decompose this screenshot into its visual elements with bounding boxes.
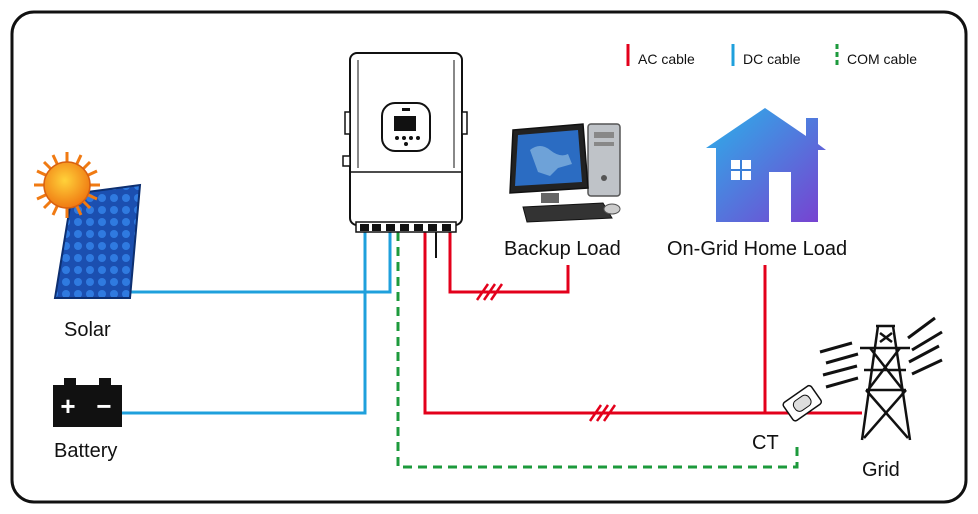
battery-negative-terminal: −: [96, 391, 111, 421]
ac-cable-grid: [423, 232, 862, 415]
solar-panel: [53, 183, 142, 299]
legend-dc-label: DC cable: [743, 51, 801, 67]
ct-sensor-icon: [782, 384, 823, 422]
legend-ac-label: AC cable: [638, 51, 695, 67]
sun-icon: [34, 152, 100, 218]
diagram-frame: [10, 10, 968, 504]
battery-label: Battery: [54, 440, 117, 462]
house-icon: [706, 108, 826, 222]
dc-cable-battery: [120, 232, 367, 415]
dc-cable-solar: [125, 232, 392, 294]
ct-label: CT: [752, 432, 779, 454]
ac-grid-phase-marks: [588, 404, 617, 422]
computer-icon: [509, 123, 621, 223]
ac-cable-backup: [448, 232, 570, 294]
legend-com-label: COM cable: [847, 51, 917, 67]
solar-label: Solar: [64, 319, 111, 341]
grid-label: Grid: [862, 459, 900, 481]
com-cable: [396, 232, 799, 469]
transmission-tower-icon: [819, 316, 943, 441]
ac-backup-phase-marks: [475, 283, 504, 301]
backup-load-label: Backup Load: [504, 238, 621, 260]
battery-positive-terminal: +: [60, 391, 75, 421]
home-load-label: On-Grid Home Load: [667, 238, 847, 260]
battery-icon: + −: [53, 378, 122, 427]
inverter: [342, 52, 468, 258]
legend: AC cable DC cable COM cable: [626, 44, 917, 67]
